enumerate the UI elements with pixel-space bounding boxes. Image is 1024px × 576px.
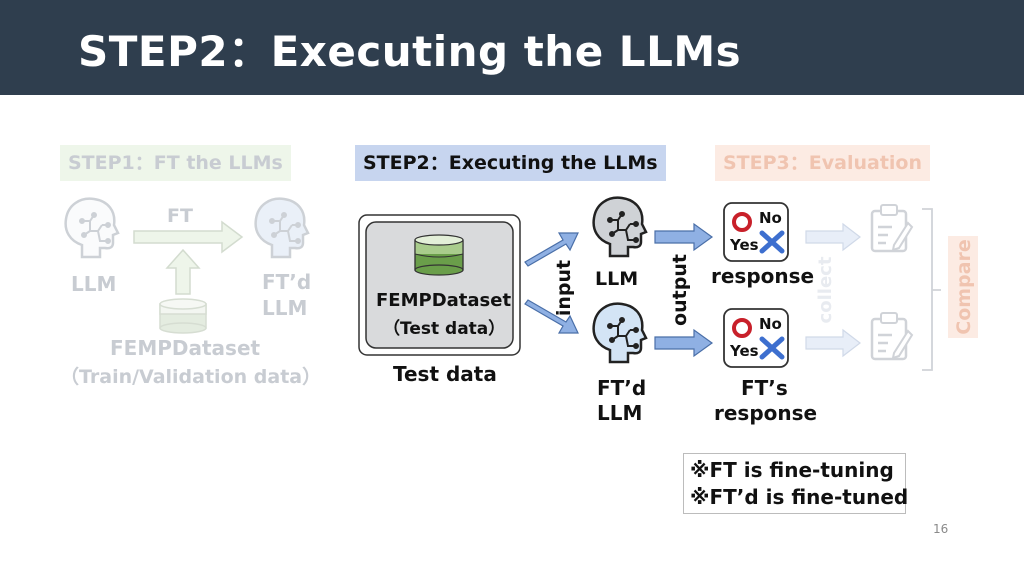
- step3-label: STEP3：Evaluation: [715, 145, 930, 181]
- clipboard-icon: [870, 311, 914, 361]
- step1-label: STEP1：FT the LLMs: [60, 145, 291, 181]
- response-label: response: [711, 264, 815, 288]
- test-dataset-label-2: （Test data）: [383, 319, 506, 339]
- output-arrow-llm: [654, 222, 714, 252]
- ftd-llm-head-icon-active: [592, 302, 648, 364]
- yes-label: Yes: [730, 342, 759, 360]
- ftd-label-faded-1: FT’d: [262, 270, 312, 294]
- footnote-box: ※FT is fine-tuning ※FT’d is fine-tuned: [683, 453, 909, 514]
- step2-label: STEP2：Executing the LLMs: [355, 145, 666, 181]
- input-label: input: [553, 260, 575, 316]
- no-label: No: [759, 315, 782, 333]
- step1-panel: [64, 197, 310, 334]
- collect-arrow-top: [805, 222, 861, 252]
- llm-label: LLM: [595, 268, 639, 290]
- title-bar: STEP2：Executing the LLMs: [0, 0, 1024, 95]
- train-dataset-label-1: FEMPDataset: [110, 336, 261, 360]
- collect-arrow-bottom: [805, 328, 861, 358]
- no-label: No: [759, 209, 782, 227]
- ft-response-label-2: response: [714, 401, 818, 425]
- collect-label: collect: [815, 256, 836, 323]
- llm-response-icon: [723, 202, 789, 262]
- clipboard-icon: [870, 203, 914, 253]
- train-dataset-icon: [159, 298, 207, 334]
- test-dataset-label-1: FEMPDataset: [376, 290, 512, 311]
- input-arrow-down: [524, 299, 579, 334]
- page-number: 16: [933, 522, 949, 536]
- ft-response-label-1: FT’s: [741, 376, 788, 400]
- ftd-llm-label-2: LLM: [597, 401, 643, 425]
- ftd-label-faded-2: LLM: [262, 296, 308, 320]
- output-label: output: [669, 254, 691, 326]
- llm-label-faded: LLM: [71, 272, 117, 296]
- ft-label: FT: [167, 205, 193, 227]
- dataset-up-arrow: [165, 248, 201, 295]
- ftd-llm-label-1: FT’d: [597, 376, 647, 400]
- ft-arrow: [133, 220, 244, 254]
- train-dataset-label-2: （Train/Validation data）: [60, 366, 322, 388]
- footnote-ft: ※FT is fine-tuning: [690, 458, 894, 482]
- output-arrow-ftd: [654, 328, 714, 358]
- compare-bracket: [922, 208, 941, 371]
- page-title: STEP2：Executing the LLMs: [78, 27, 742, 76]
- input-arrow-up: [524, 232, 579, 267]
- compare-box: [948, 236, 978, 338]
- yes-label: Yes: [730, 236, 759, 254]
- ft-response-icon: [723, 308, 789, 368]
- test-data-inner: [365, 221, 514, 349]
- llm-head-icon-active: [592, 196, 648, 258]
- compare-label: Compare: [953, 239, 975, 334]
- llm-head-icon: [64, 197, 120, 259]
- ftd-llm-head-icon: [254, 197, 310, 259]
- test-data-label: Test data: [393, 362, 497, 386]
- test-dataset-icon: [414, 234, 464, 276]
- footnote-ftd: ※FT’d is fine-tuned: [690, 485, 909, 509]
